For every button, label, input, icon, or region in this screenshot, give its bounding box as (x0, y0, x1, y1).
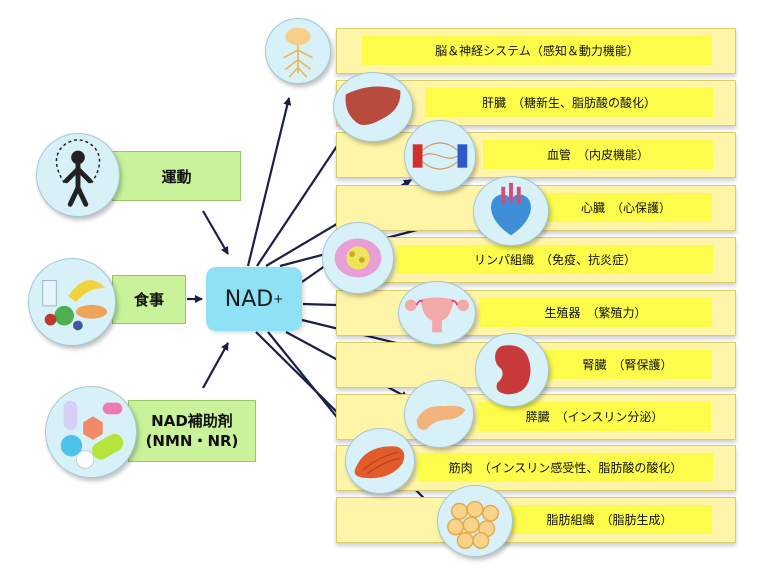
nad-center-box: NAD+ (206, 267, 302, 331)
target-label-liver: 肝臓 （糖新生、脂肪酸の酸化） (425, 88, 713, 117)
exercise-label: 運動 (161, 167, 192, 186)
arrow-to-liver (256, 136, 344, 267)
target-label-kidney: 腎臓 （腎保護） (543, 350, 712, 379)
target-label-pancreas: 膵臓 （インスリン分泌） (478, 402, 711, 431)
lymph-cell-icon (322, 222, 394, 294)
arrow-exercise-to-nad (202, 210, 229, 255)
kidney-icon (475, 333, 549, 407)
jump-rope-person-icon (36, 133, 120, 217)
diet-box: 食事 (112, 275, 186, 324)
heart-icon (473, 176, 549, 246)
target-label-heart: 心臓 （心保護） (540, 193, 712, 222)
muscle-icon (345, 428, 415, 494)
brain-nerve-icon (265, 18, 331, 84)
pills-icon (45, 386, 137, 478)
uterus-icon (398, 281, 476, 345)
arrow-to-brain (246, 97, 292, 267)
blood-vessel-icon (404, 120, 476, 192)
liver-icon (333, 72, 413, 142)
nad-label: NAD (224, 286, 274, 312)
adipose-tissue-icon (437, 485, 513, 557)
target-label-muscle: 筋肉 （インスリン感受性、脂肪酸の酸化） (418, 453, 713, 482)
supplement-box: NAD補助剤 (NMN・NR) (128, 400, 256, 462)
pancreas-icon (404, 380, 474, 448)
target-label-adipose: 脂肪組織 （脂肪生成） (507, 505, 712, 534)
target-label-brain: 脳＆神経システム（感知＆動力機能） (362, 36, 712, 65)
target-label-lymph: リンパ組織 （免疫、抗炎症） (397, 245, 713, 274)
exercise-box: 運動 (112, 151, 241, 201)
nad-superscript: + (273, 292, 284, 306)
target-label-uterus: 生殖器 （繁殖力） (479, 298, 712, 327)
food-plate-icon (28, 258, 116, 346)
target-label-vessel: 血管 （内皮機能） (483, 140, 713, 169)
arrow-supplement-to-nad (202, 342, 229, 389)
diet-label: 食事 (133, 291, 164, 309)
supplement-label: NAD補助剤 (NMN・NR) (145, 411, 239, 450)
